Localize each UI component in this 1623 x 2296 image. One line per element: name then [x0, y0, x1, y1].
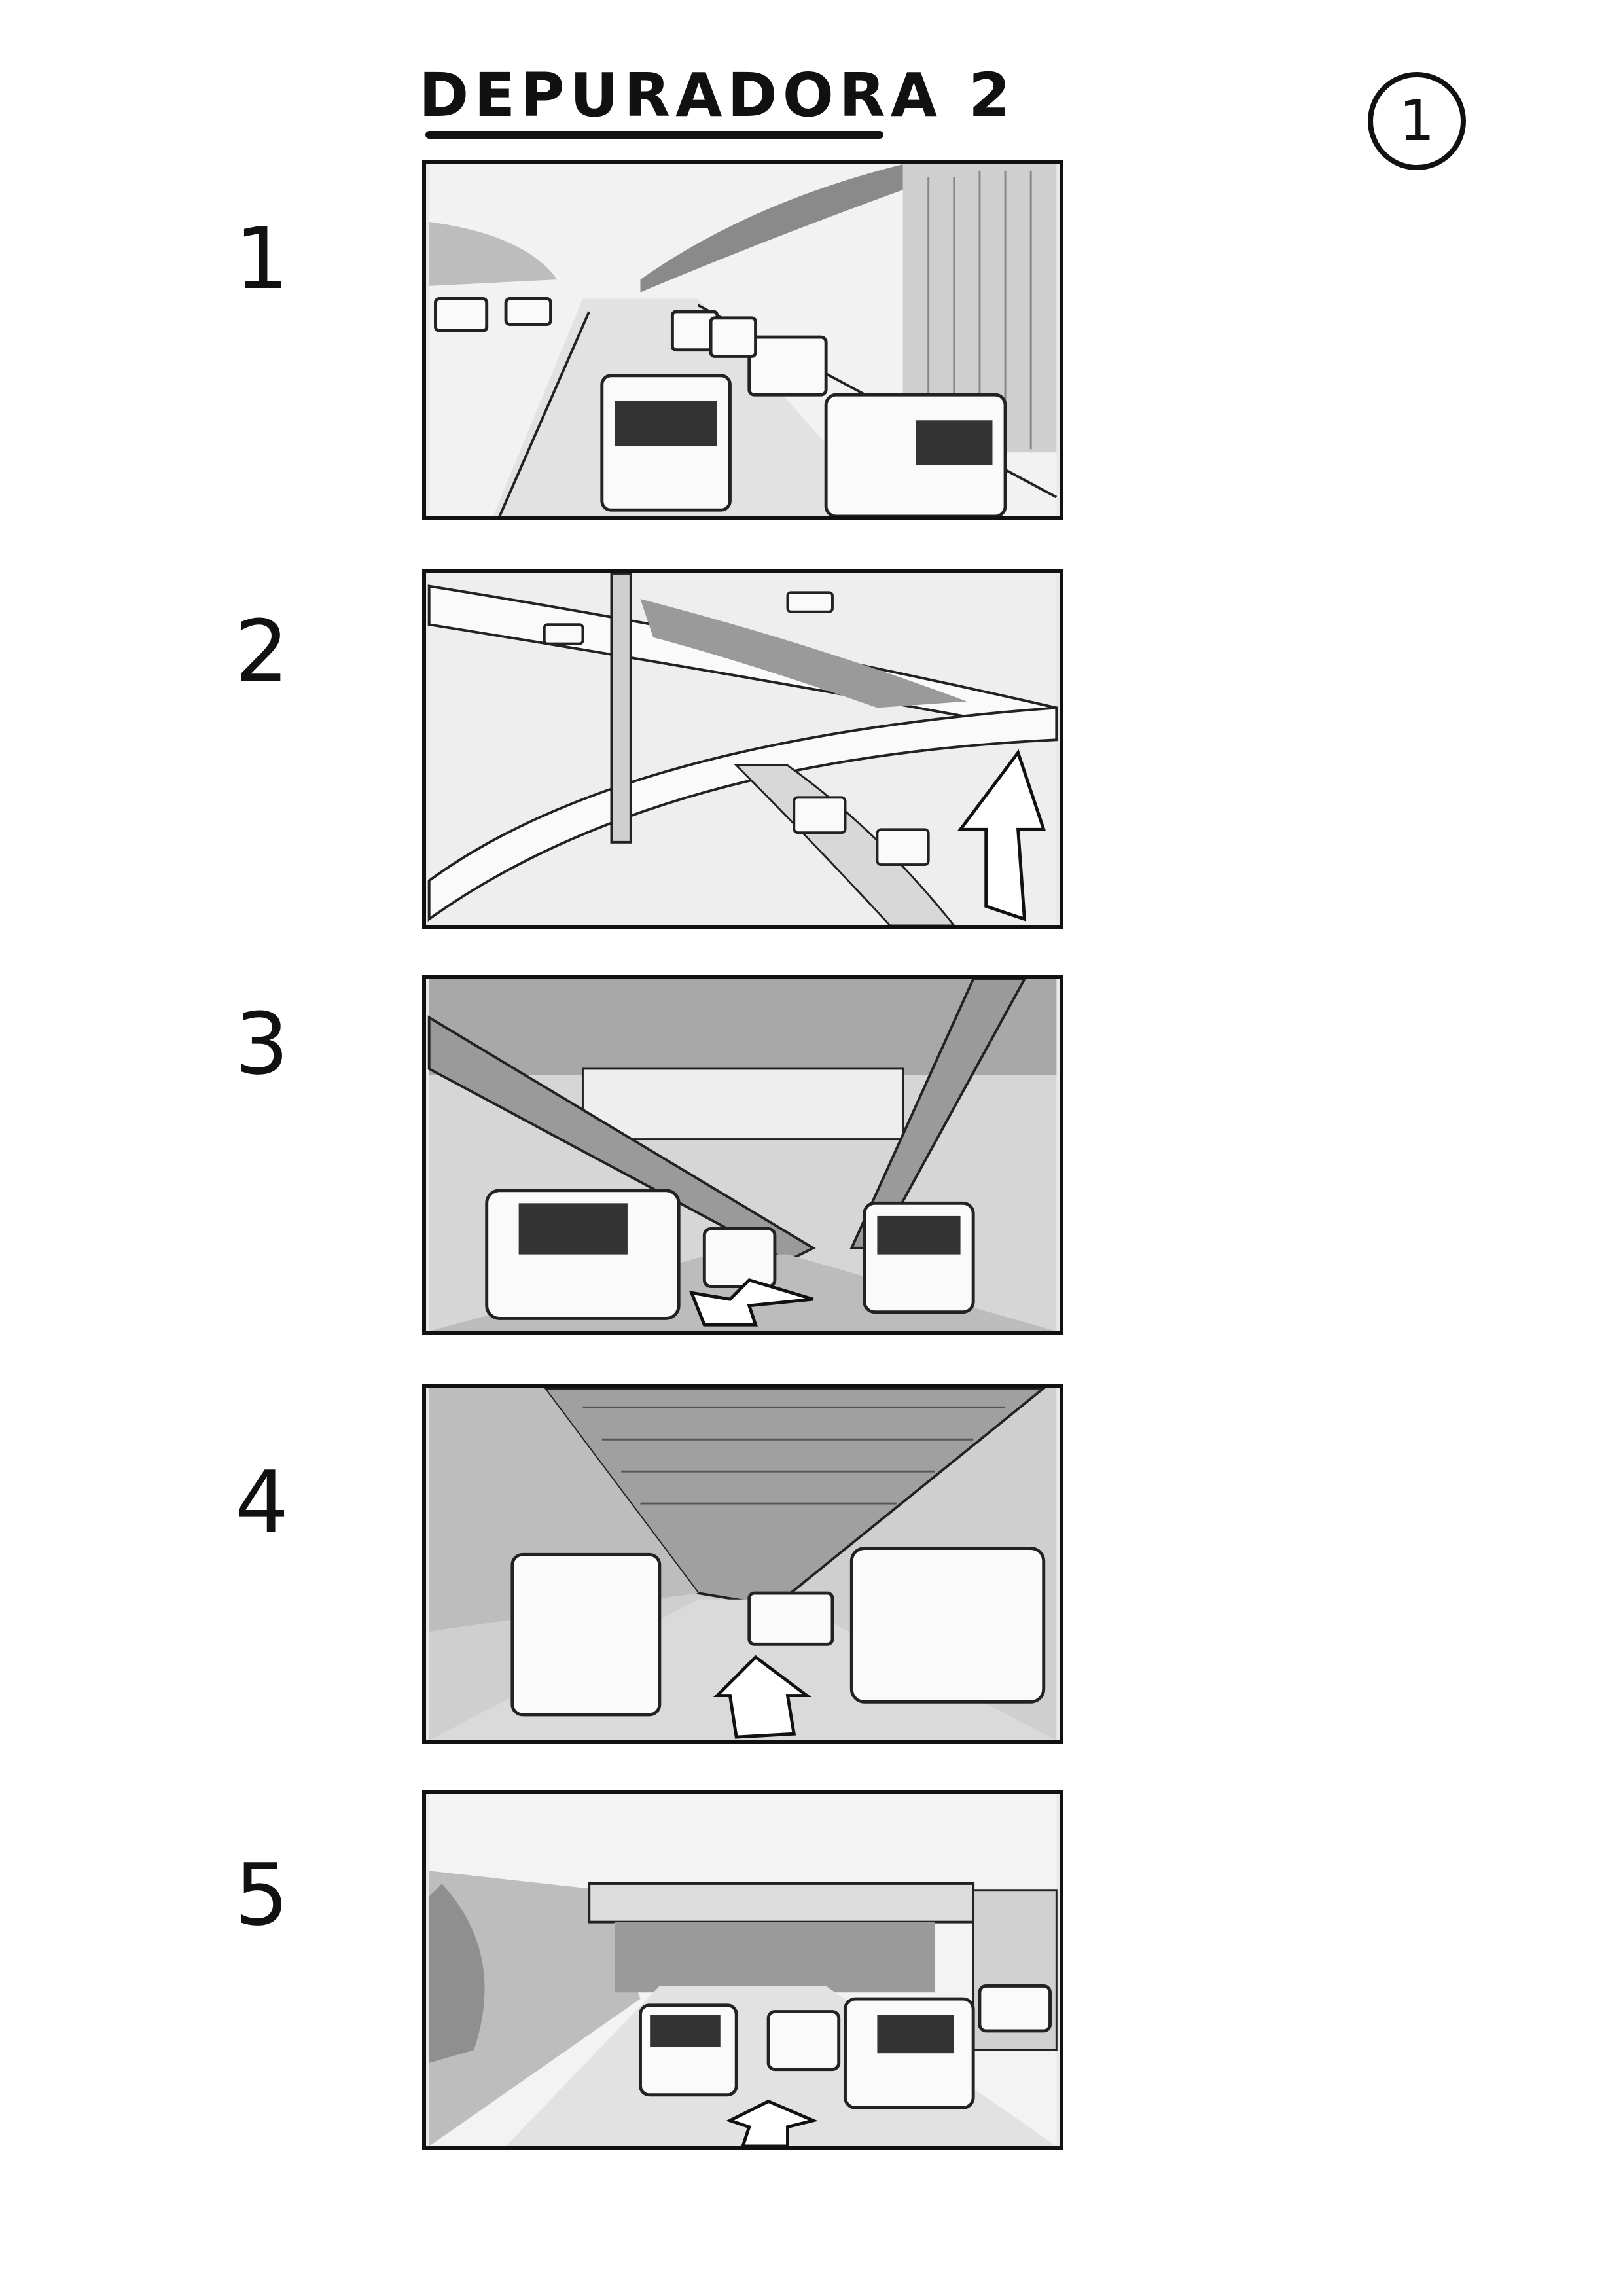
panel-4 — [422, 1384, 1063, 1744]
panel-1-sketch — [429, 164, 1058, 516]
panel-5-sketch — [429, 1794, 1058, 2146]
page-number: 1 — [1399, 88, 1435, 154]
panel-2-sketch — [427, 573, 1058, 925]
panel-3 — [422, 975, 1063, 1335]
shot-number-5: 5 — [234, 1845, 289, 1945]
panel-4-sketch — [429, 1388, 1057, 1740]
panel-3-sketch — [427, 979, 1057, 1331]
shot-number-1: 1 — [234, 209, 289, 308]
title-underline — [425, 131, 883, 139]
shot-number-2: 2 — [234, 601, 289, 701]
panel-2 — [422, 569, 1063, 929]
storyboard-title: DEPURADORA 2 — [419, 60, 1016, 130]
shot-number-4: 4 — [234, 1452, 289, 1552]
page-number-badge: 1 — [1368, 72, 1466, 170]
panel-5 — [422, 1790, 1063, 2150]
shot-number-3: 3 — [234, 994, 289, 1094]
panel-1 — [422, 160, 1063, 520]
